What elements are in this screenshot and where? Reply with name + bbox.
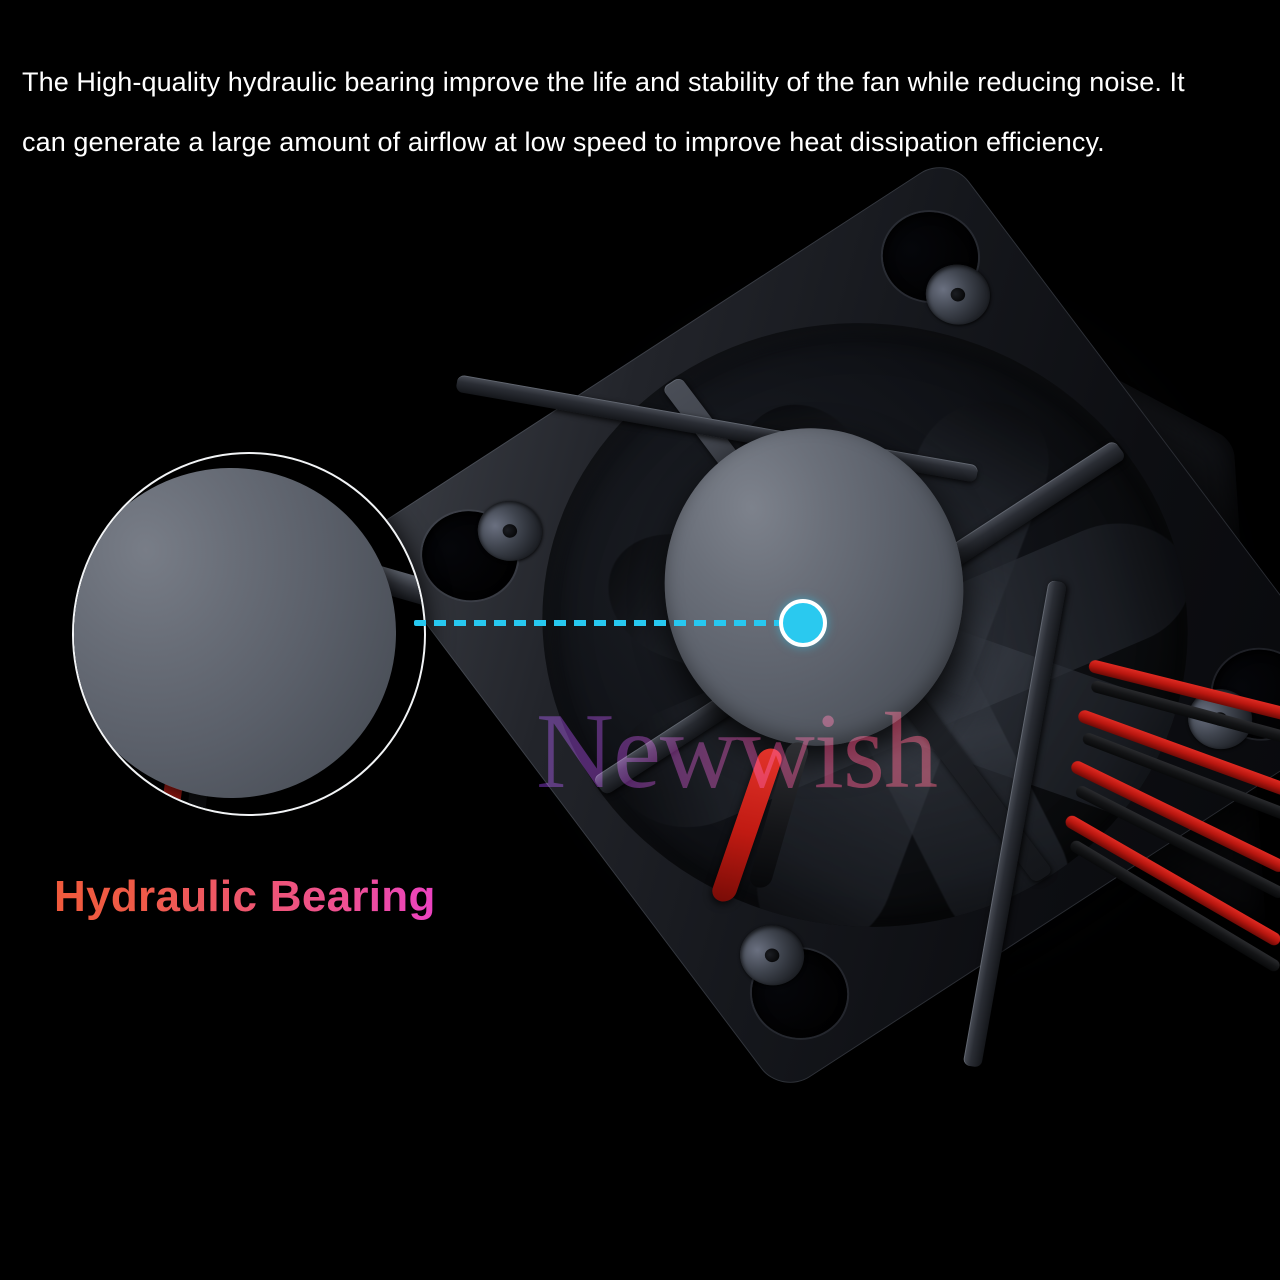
headline-paragraph: The High-quality hydraulic bearing impro…: [22, 67, 1193, 157]
fan-wire-bundle: [1063, 658, 1280, 1060]
magnifier-callout: [72, 452, 426, 816]
callout-dashed-line: [414, 620, 792, 626]
callout-target-dot: [779, 599, 827, 647]
fan-wire-black: [1068, 838, 1280, 974]
feature-caption: Hydraulic Bearing: [54, 872, 436, 921]
